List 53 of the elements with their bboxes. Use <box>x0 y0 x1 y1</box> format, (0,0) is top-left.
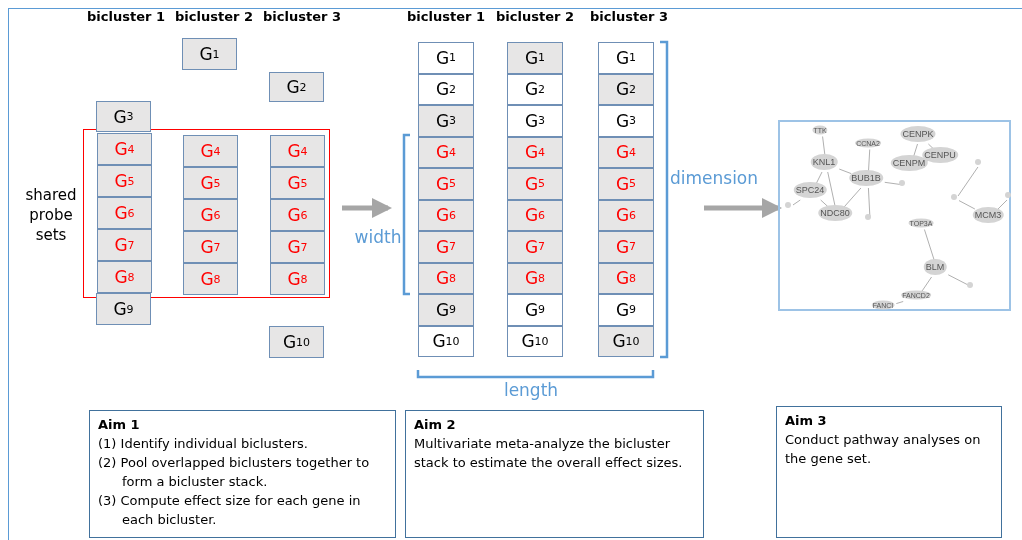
network-link <box>867 187 871 217</box>
gene-node: CENPK <box>900 126 936 142</box>
aim-text: (2) Pool overlapped biclusters together to form a bicluster stack. <box>98 454 371 491</box>
column-heading: bicluster 1 <box>407 8 485 24</box>
network-link <box>838 168 852 175</box>
network-link <box>884 181 902 186</box>
dimension-label: width <box>354 227 402 247</box>
network-link <box>947 274 970 286</box>
gene-dot <box>865 214 871 220</box>
dimension-label: dimension <box>669 168 759 188</box>
gene-node: BUB1B <box>849 170 883 186</box>
column-heading: bicluster 3 <box>590 8 668 24</box>
network-link <box>958 200 976 210</box>
aim-box <box>89 410 396 538</box>
network-link <box>792 199 801 206</box>
highlight-frame <box>83 129 330 298</box>
gene-node: KNL1 <box>810 154 838 170</box>
aim-box <box>776 406 1002 538</box>
network-link <box>820 199 829 208</box>
gene-node: BLM <box>923 259 947 275</box>
gene-dot <box>951 194 957 200</box>
dimension-label: length <box>503 380 559 400</box>
aim-text: Conduct pathway analyses on the gene set. <box>785 431 982 468</box>
aim-text: (3) Compute effect size for each gene in each bicluster. <box>98 492 362 529</box>
gene-dot <box>785 202 791 208</box>
gene-dot <box>899 180 905 186</box>
gene-node: NDC80 <box>818 205 852 221</box>
gene-dot <box>975 159 981 165</box>
gene-node: SPC24 <box>793 182 827 198</box>
network-link <box>957 166 979 197</box>
gene-dot <box>967 282 973 288</box>
side-label: shared probe sets <box>24 185 78 245</box>
network-link <box>827 171 836 208</box>
network-link <box>927 143 935 150</box>
network-link <box>895 301 904 305</box>
network-panel <box>778 120 1011 311</box>
aim-box <box>405 410 704 538</box>
column-heading: bicluster 2 <box>175 8 253 24</box>
network-link <box>913 143 918 158</box>
column-heading: bicluster 3 <box>263 8 341 24</box>
column-heading: bicluster 1 <box>87 8 165 24</box>
arrow <box>342 198 392 218</box>
aim-heading: Aim 3 <box>785 412 828 430</box>
gene-dot <box>1005 192 1011 198</box>
gene-node: MCM3 <box>972 207 1004 223</box>
network-link <box>843 187 862 208</box>
arrow <box>704 198 782 218</box>
aim-text: (1) Identify individual biclusters. <box>98 435 309 453</box>
aim-text: Multivariate meta-analyze the bicluster stack to estimate the overall effect sizes. <box>414 435 684 472</box>
network-link <box>923 229 935 262</box>
aim-heading: Aim 1 <box>98 416 141 434</box>
column-heading: bicluster 2 <box>496 8 574 24</box>
aim-heading: Aim 2 <box>414 416 457 434</box>
